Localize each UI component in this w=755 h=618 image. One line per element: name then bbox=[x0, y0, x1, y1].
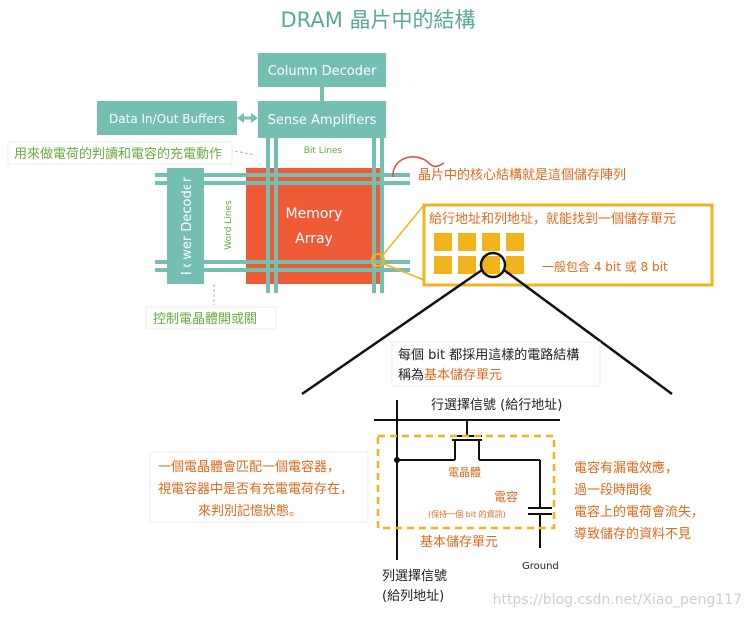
core-structure-note: 晶片中的核心結構就是這個儲存陣列 bbox=[418, 167, 626, 183]
data-buffers-block bbox=[97, 101, 237, 135]
right-explain-4: 導致儲存的資料不見 bbox=[574, 526, 691, 542]
every-bit-note-line2: 稱為基本儲存單元 bbox=[398, 367, 502, 383]
buffer-arrow-right bbox=[251, 113, 258, 123]
watermark: https://blog.csdn.net/Xiao_peng117 bbox=[493, 592, 742, 608]
sense-amplifiers-block bbox=[258, 101, 386, 138]
zoom-line-bottom bbox=[383, 263, 425, 281]
column-decoder-block bbox=[258, 53, 386, 87]
ground-label: Ground bbox=[522, 561, 559, 572]
every-bit-note-line1: 每個 bit 都採用這樣的電路結構 bbox=[398, 347, 579, 363]
every-bit-note-prefix: 稱為 bbox=[398, 367, 424, 383]
data-buffers-label: Data In/Out Buffers bbox=[109, 112, 225, 126]
bitline-note: 用來做電荷的判讀和電容的充電動作 bbox=[14, 146, 222, 162]
transistor-control-note: 控制電晶體開或關 bbox=[153, 312, 257, 327]
sense-amplifiers-label: Sense Amplifiers bbox=[268, 113, 377, 128]
right-explain-1: 電容有漏電效應， bbox=[574, 460, 678, 476]
addressing-note: 給行地址和列地址，就能找到一個儲存單元 bbox=[429, 212, 676, 227]
col-select-label-2: (給列地址) bbox=[382, 589, 444, 604]
capacitor-label: 電容 bbox=[494, 489, 518, 504]
core-note-squiggle bbox=[392, 156, 445, 178]
capacitor-sub-label: (保持一個 bit 的資訊) bbox=[428, 509, 506, 519]
basic-cell-label: 基本儲存單元 bbox=[420, 535, 498, 550]
every-bit-note-highlight: 基本儲存單元 bbox=[424, 368, 502, 383]
storage-cells bbox=[434, 233, 524, 274]
bitline-note-pointer bbox=[229, 149, 256, 156]
zoom-point bbox=[371, 253, 385, 267]
junction-dot bbox=[394, 457, 400, 463]
every-bit-note-box bbox=[391, 341, 601, 387]
col-select-label-1: 列選擇信號 bbox=[382, 568, 447, 584]
left-explain-2: 視電容器中是否有充電電荷存在， bbox=[158, 481, 353, 497]
cone-line-right bbox=[503, 268, 673, 396]
buffer-arrow-left bbox=[237, 113, 244, 123]
row-select-label: 行選擇信號 (給行地址) bbox=[431, 397, 562, 413]
right-explain-3: 電容上的電荷會流失， bbox=[574, 504, 704, 520]
left-explain-1: 一個電晶體會匹配一個電容器， bbox=[158, 459, 340, 475]
word-lines bbox=[155, 173, 410, 272]
cone-line-left bbox=[301, 268, 483, 396]
left-explain-3: 來判別記憶狀態。 bbox=[198, 503, 302, 519]
memory-array-label-2: Array bbox=[295, 231, 333, 247]
title: DRAM 晶片中的結構 bbox=[280, 8, 475, 32]
bit-lines-label: Bit Lines bbox=[304, 146, 343, 156]
power-decoder-label: Power Decoder bbox=[180, 176, 195, 275]
power-decoder-block bbox=[167, 168, 204, 284]
memory-array-label-1: Memory bbox=[286, 206, 343, 222]
bitline-note-box bbox=[7, 141, 233, 165]
word-lines-label: Word Lines bbox=[224, 200, 234, 250]
right-explain-2: 過一段時間後 bbox=[574, 483, 652, 498]
transistor-label: 電晶體 bbox=[448, 466, 481, 479]
left-explain-box bbox=[149, 451, 369, 523]
bit-lines bbox=[266, 138, 384, 293]
zoom-line-top bbox=[382, 204, 425, 256]
bits-note: 一般包含 4 bit 或 8 bit bbox=[542, 259, 668, 274]
transistor-note-box bbox=[145, 306, 277, 330]
cell-zoom-circle bbox=[479, 251, 507, 279]
basic-cell-outline bbox=[376, 434, 556, 530]
column-decoder-label: Column Decoder bbox=[268, 64, 377, 79]
